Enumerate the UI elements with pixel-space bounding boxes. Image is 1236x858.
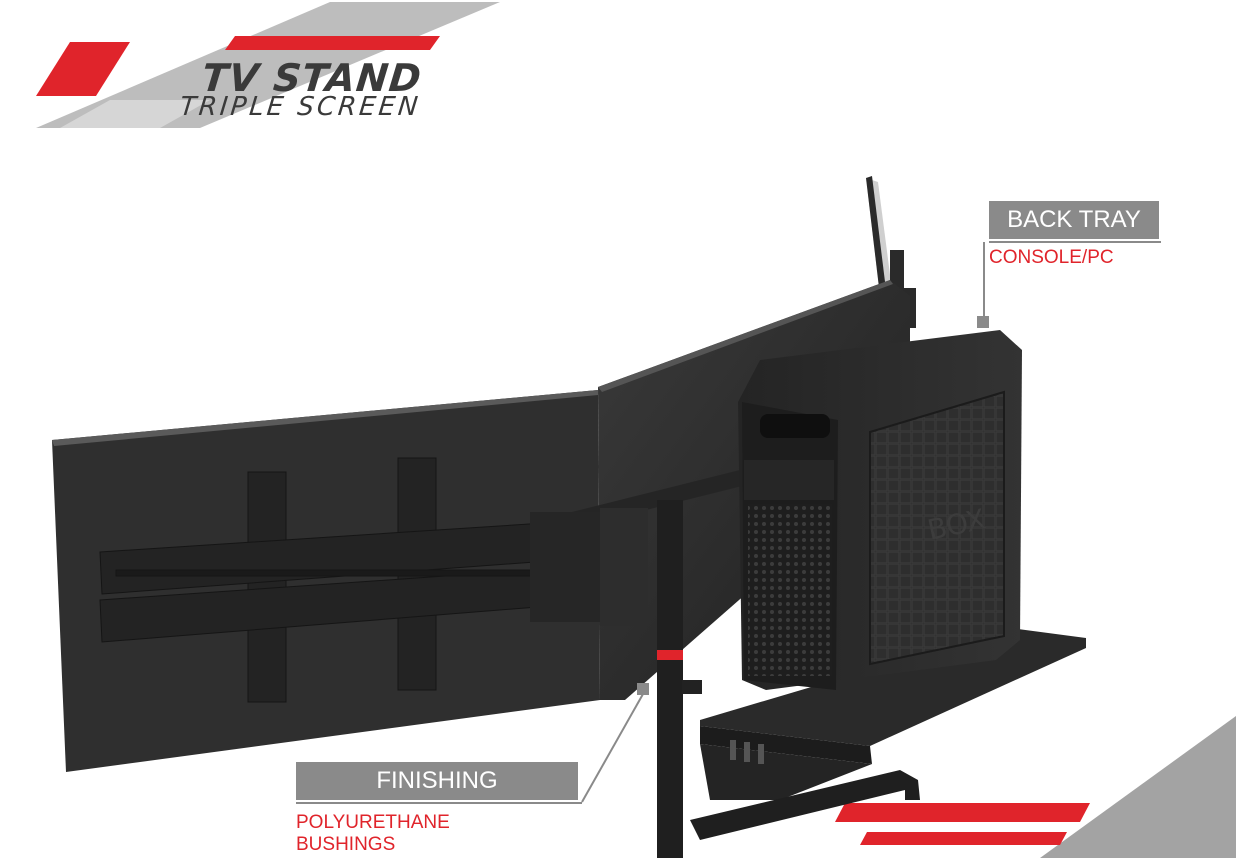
finishing-label: FINISHING <box>296 762 578 800</box>
pc-case: BOX <box>738 330 1022 690</box>
finishing-detail-line2: BUSHINGS <box>296 834 396 855</box>
page-subtitle: TRIPLE SCREEN <box>178 92 423 122</box>
finishing-underline <box>296 802 582 804</box>
back-tray-detail: CONSOLE/PC <box>989 247 1114 268</box>
back-tray-connector <box>983 242 985 318</box>
back-tray-label: BACK TRAY <box>989 201 1159 239</box>
back-tray-underline <box>989 241 1161 243</box>
stand-pole <box>657 500 702 858</box>
finishing-detail: POLYURETHANE BUSHINGS <box>296 812 450 856</box>
callout-pointers <box>581 316 989 803</box>
left-screen <box>52 390 746 772</box>
side-screen-right <box>866 176 916 328</box>
finishing-detail-line1: POLYURETHANE <box>296 812 450 833</box>
brand-band <box>800 716 1236 858</box>
header-stripes <box>36 2 500 128</box>
